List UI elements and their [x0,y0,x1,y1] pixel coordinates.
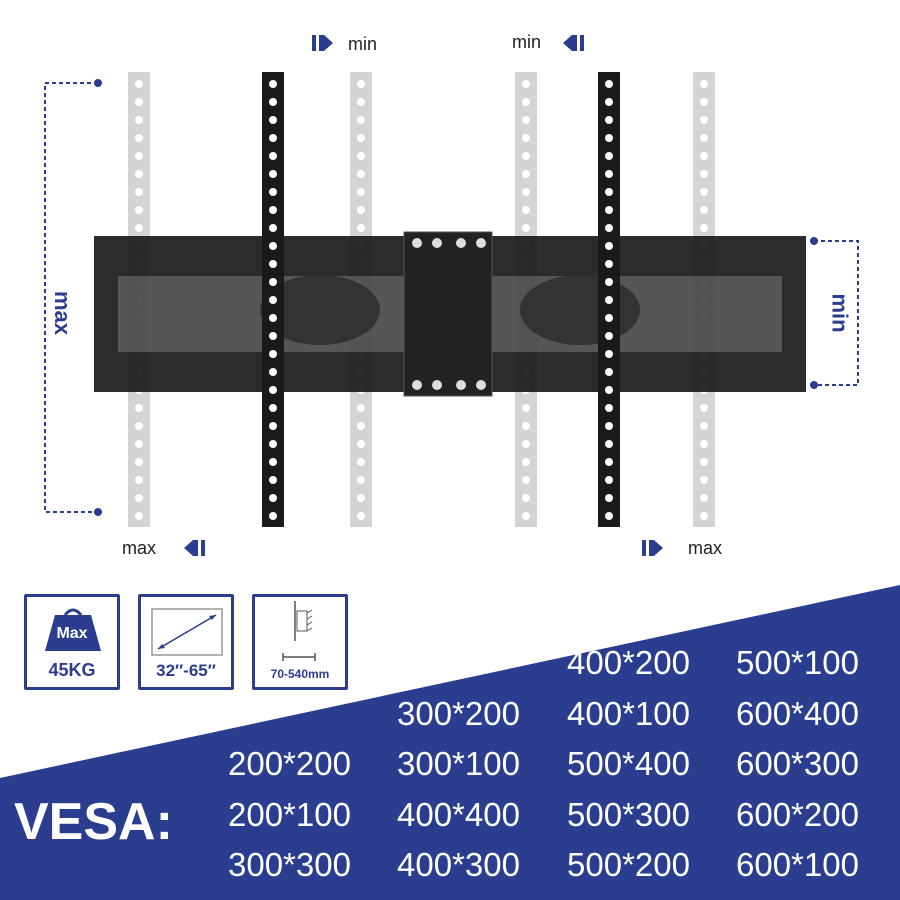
weight-badge: Max [56,625,88,642]
wall-distance-icon [282,601,316,661]
wall-distance-label: 70-540mm [270,667,330,681]
weight-label: 45KG [48,660,96,680]
vesa-size: 300*300 [228,846,351,883]
vesa-size: 500*200 [567,846,690,883]
vesa-size: 600*100 [736,846,859,883]
vesa-size: 400*400 [397,795,520,833]
label-min-top-right: min [512,32,542,52]
vesa-size: 300*100 [397,745,520,782]
screen-size-label: 32″-65″ [156,661,216,680]
vesa-size: 500*400 [567,745,690,782]
screen-size-icon [151,608,223,656]
vesa-size: 500*100 [736,644,859,681]
vesa-size: 400*200 [567,644,690,681]
direction-arrow-icon [563,35,584,51]
vesa-size: 200*100 [228,795,351,833]
spec-screen-size: 32″-65″ [138,594,234,690]
vesa-size: 500*300 [567,795,690,833]
vesa-size: 400*300 [397,846,520,883]
label-max-bottom-right: max [688,538,723,558]
direction-arrow-icon [312,35,333,51]
vesa-size: 200*200 [228,745,351,782]
vesa-size: 300*200 [397,694,520,732]
vesa-size: 600*400 [736,694,859,732]
spec-weight: Max 45KG [24,594,120,690]
vesa-size: 400*100 [567,694,690,732]
vesa-size: 600*300 [736,745,859,782]
label-min-vertical: min [827,293,853,333]
direction-arrow-icon [184,540,205,556]
label-max-bottom-left: max [122,538,157,558]
vesa-size: 600*200 [736,795,859,833]
vesa-title: VESA: [14,793,173,851]
tv-mount-illustration [44,35,859,556]
weight-icon [45,608,101,651]
direction-arrow-icon [642,540,663,556]
spec-wall-distance: 70-540mm [252,594,348,690]
label-max-vertical: max [50,290,76,336]
label-min-top-left: min [348,34,378,54]
